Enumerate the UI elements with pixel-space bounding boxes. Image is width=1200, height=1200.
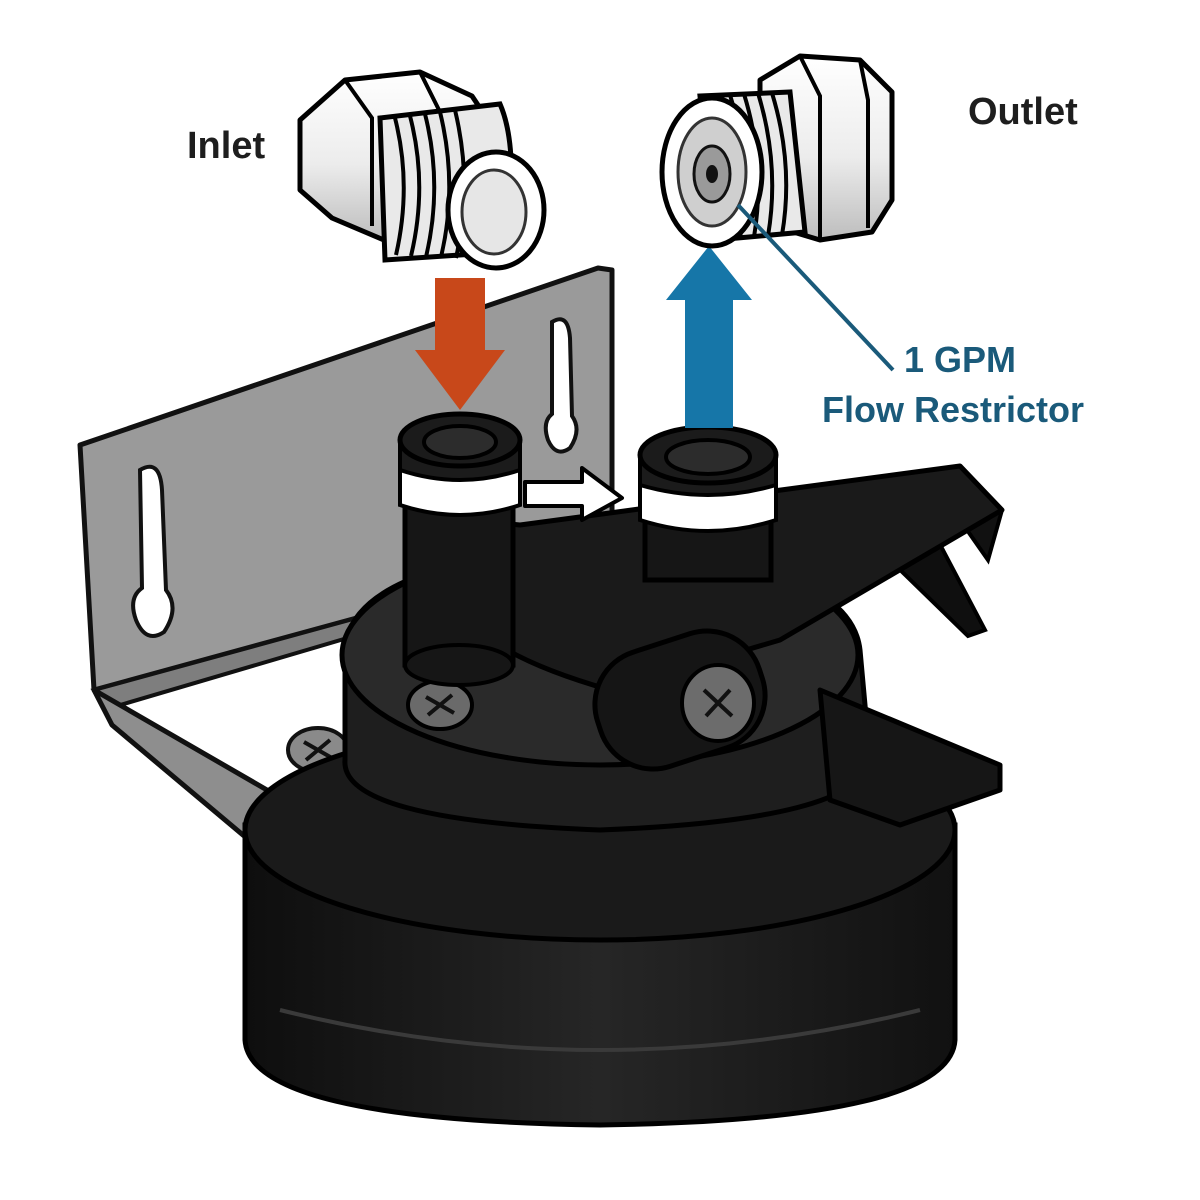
flow-restrictor-disc [692,144,732,204]
screw-icon [680,663,756,743]
outlet-port [637,424,779,583]
inlet-fitting [297,69,547,271]
outlet-label: Outlet [968,91,1078,133]
outlet-fitting [659,53,895,249]
inlet-label: Inlet [187,125,265,167]
arrow-up-icon [666,246,752,428]
screw-icon [406,679,474,731]
inlet-port [397,411,523,687]
arrow-down-icon [415,278,505,410]
restrictor-label-line1: 1 GPM [904,339,1016,380]
keyhole-slot-right [543,317,579,454]
arrow-right-icon [523,466,624,522]
keyhole-slot-left [131,464,175,638]
restrictor-leader-line [736,203,895,372]
restrictor-label-line2: Flow Restrictor [822,389,1084,430]
